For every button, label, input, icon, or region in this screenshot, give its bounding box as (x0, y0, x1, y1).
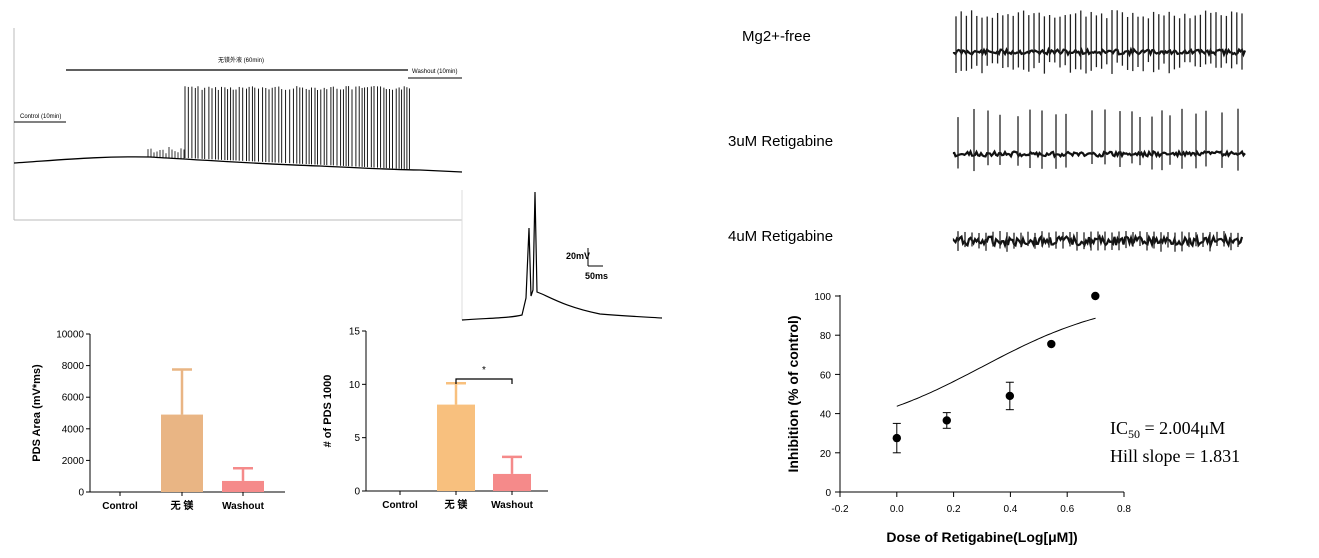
bar-chart-pds-area: PDS Area (mV*ms) 0 2000 4000 6000 8000 10000C… (31, 330, 285, 512)
x-tick-label: 0.4 (1003, 504, 1017, 515)
y-tick-label: 5 (354, 433, 360, 444)
trace-mg-free (952, 10, 1247, 74)
x-tick-label: 无 镁 (444, 498, 468, 511)
y-tick-label: 10 (349, 380, 361, 391)
bar (222, 480, 264, 492)
data-point (892, 433, 901, 443)
trace-label-mg-free: Mg2+-free (742, 28, 811, 45)
x-tick-label: Control (102, 501, 138, 512)
fit-curve (896, 317, 1096, 407)
x-tick-label: 0.6 (1060, 504, 1074, 515)
dose-x-label: Dose of Retigabine(Log[μM]) (886, 529, 1077, 545)
y-tick-label: 10000 (56, 330, 84, 341)
y-tick-label: 6000 (62, 393, 85, 404)
trace-4um-retigabine (952, 231, 1244, 252)
x-tick-label: 无 镁 (170, 499, 194, 512)
x-tick-label: -0.2 (831, 504, 849, 515)
y-tick-label: 20 (820, 449, 832, 460)
y-tick-label: 2000 (62, 456, 85, 467)
control-label: Control (10min) (20, 114, 61, 120)
bar (161, 414, 203, 492)
right-traces-panel: Mg2+-free 3uM Retigabine 4uM Retigabine (728, 10, 1247, 252)
trace-baseline (952, 232, 1244, 250)
trace-3um-retigabine (952, 108, 1246, 172)
x-tick-label: Washout (491, 500, 534, 511)
data-point (1047, 339, 1056, 349)
long-trace-baseline (13, 156, 463, 173)
x-tick-label: 0.0 (890, 504, 904, 515)
washout-label: Washout (10min) (412, 69, 457, 75)
inset-pds-trace: 20mV 50ms (461, 190, 663, 321)
x-tick-label: Washout (222, 501, 265, 512)
scale-time-label: 50ms (585, 271, 608, 281)
hill-slope-annotation: Hill slope = 1.831 (1110, 446, 1240, 466)
trace-baseline (952, 46, 1247, 58)
dose-y-label: Inhibition (% of control) (785, 315, 801, 472)
x-tick-label: Control (382, 500, 418, 511)
x-tick-label: 0.8 (1117, 504, 1131, 515)
y-tick-label: 4000 (62, 424, 85, 435)
ic50-annotation: IC50 = 2.004μM (1110, 418, 1225, 441)
trace-label-3um: 3uM Retigabine (728, 133, 833, 150)
scale-voltage-label: 20mV (566, 251, 590, 261)
bar (437, 404, 475, 491)
y-tick-label: 15 (349, 327, 361, 338)
data-point (1005, 391, 1015, 401)
trace-label-4um: 4uM Retigabine (728, 228, 833, 245)
x-tick-label: 0.2 (947, 504, 961, 515)
y-tick-label: 80 (820, 331, 832, 342)
y-tick-label: 8000 (62, 361, 85, 372)
y-tick-label: 100 (814, 292, 831, 303)
data-point (1091, 291, 1100, 301)
y-tick-label: 0 (825, 488, 831, 499)
data-point (942, 416, 951, 425)
y-tick-label: 0 (78, 488, 84, 499)
bar (493, 473, 531, 491)
inset-waveform (461, 191, 663, 321)
y-tick-label: 0 (354, 487, 360, 498)
dose-response-chart: Inhibition (% of control) Dose of Retiga… (785, 291, 1240, 545)
significance-bracket (455, 378, 513, 384)
bar2-y-label: # of PDS 1000 (322, 375, 334, 448)
y-tick-label: 60 (820, 370, 832, 381)
significance-star: * (482, 365, 486, 376)
bar1-y-label: PDS Area (mV*ms) (31, 364, 43, 462)
y-tick-label: 40 (820, 410, 832, 421)
long-trace-spikes (147, 86, 410, 170)
treatment-label: 无镁外液 (60min) (218, 56, 264, 64)
trace-baseline (952, 148, 1246, 159)
recording-trace-panel: Control (10min) 无镁外液 (60min) Washout (10… (13, 28, 463, 221)
